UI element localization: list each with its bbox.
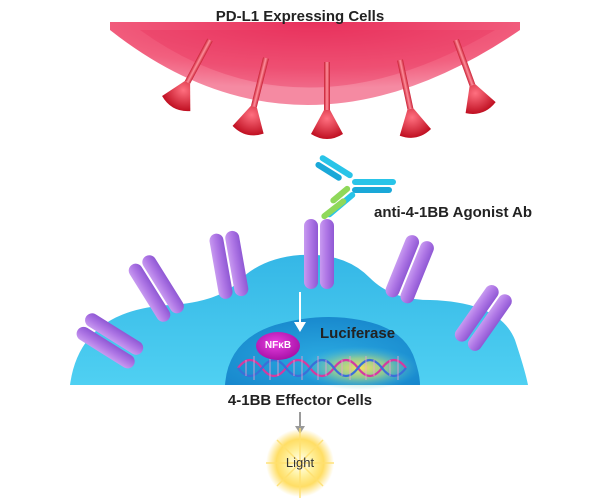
luciferase-glow — [300, 346, 420, 390]
target-cell-membrane — [110, 22, 520, 105]
effector-cells-label: 4-1BB Effector Cells — [227, 392, 373, 409]
light-label: Light — [285, 455, 315, 470]
signal-arrow — [294, 292, 306, 332]
nfkb-label: NFκB — [264, 340, 292, 351]
nfkb-protein — [256, 332, 300, 360]
antibody-label: anti-4-1BB Agonist Ab — [374, 204, 533, 221]
antibody-icon — [315, 155, 396, 220]
target-cell — [110, 22, 520, 105]
light-burst-icon — [266, 428, 334, 498]
target-cells-label: PD-L1 Expressing Cells — [215, 8, 385, 25]
4-1bb-receptor-icon — [76, 219, 512, 369]
pd-l1-receptor-icon — [162, 38, 496, 139]
dna-helix-icon — [237, 356, 407, 380]
luciferase-label: Luciferase — [320, 325, 396, 342]
